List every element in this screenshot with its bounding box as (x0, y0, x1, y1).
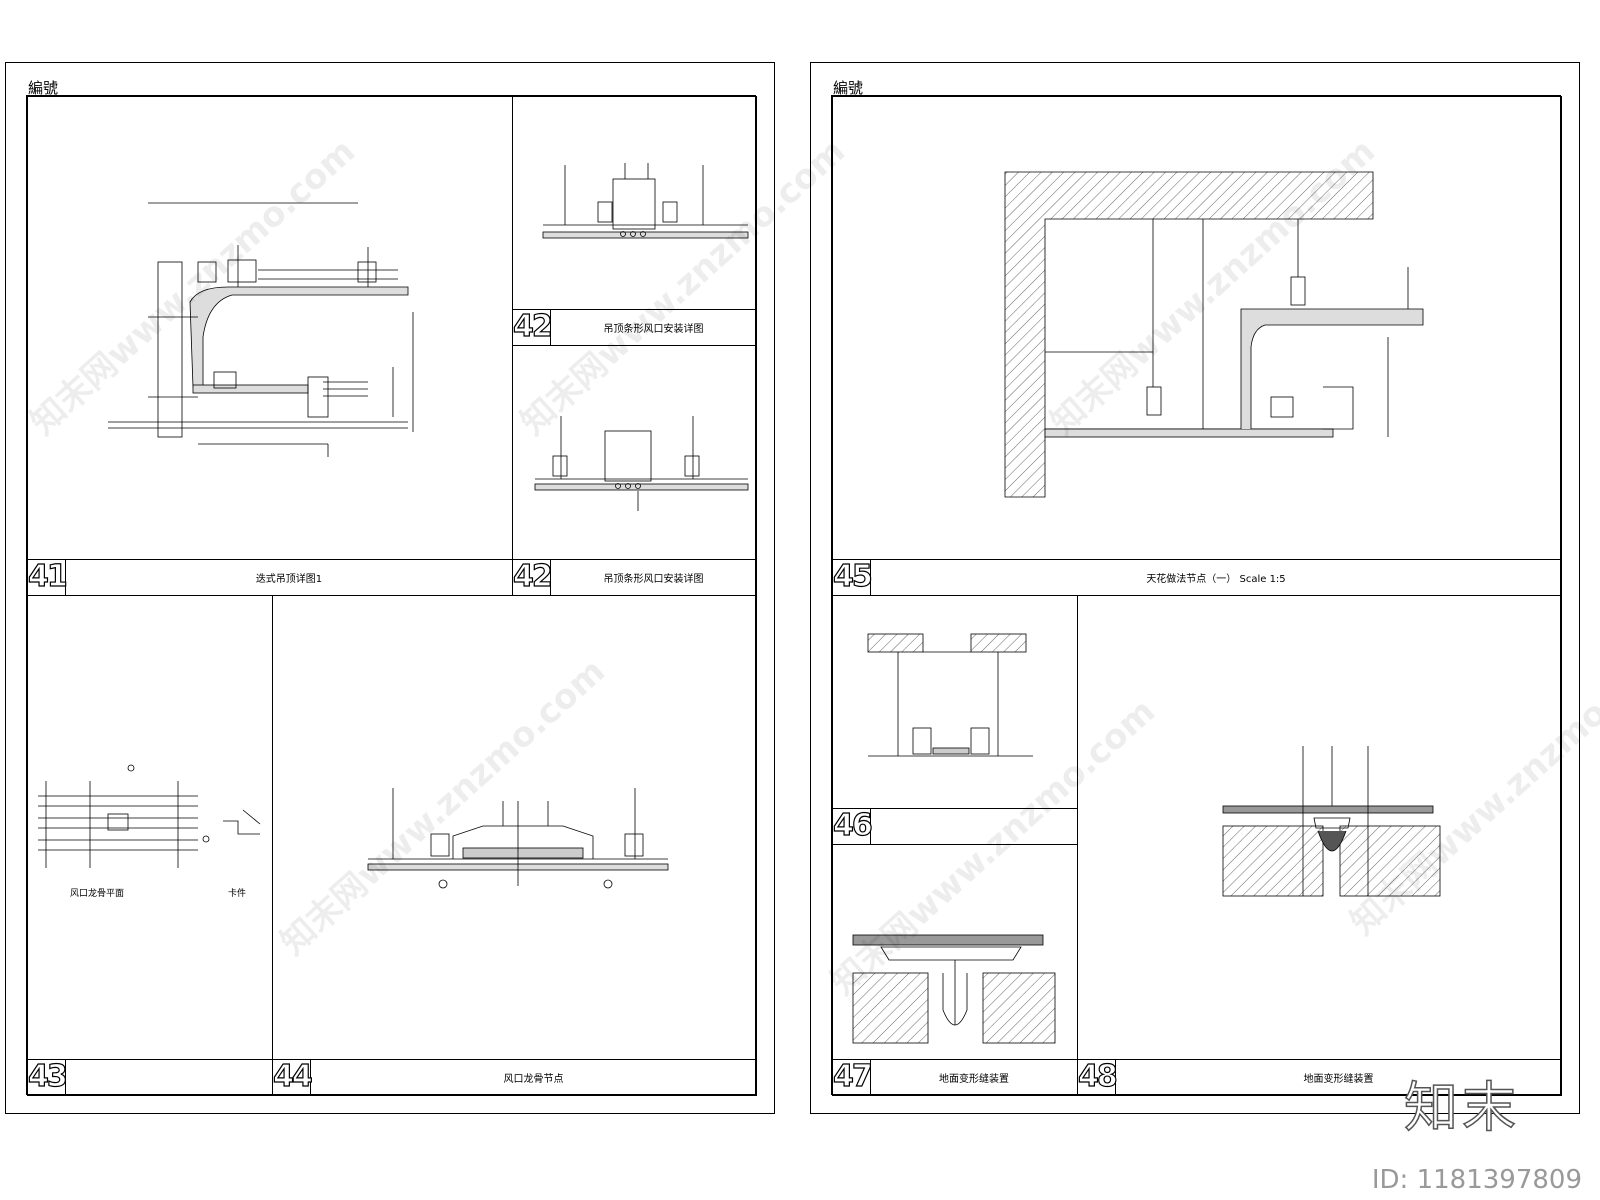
sheet-frame-left: 41 迭式吊顶详图1 4 (26, 95, 757, 1096)
detail-panel-44: 44 风口龙骨节点 (272, 595, 757, 1096)
detail-title-48: 地面变形缝装置 (1303, 1074, 1374, 1085)
detail-panel-42-bottom: 42 吊顶条形风口安装详图 (512, 345, 757, 596)
detail-title-44: 风口龙骨节点 (503, 1074, 564, 1085)
detail-title-42-top: 吊顶条形风口安装详图 (603, 324, 704, 335)
title-bar-47: 47 地面变形缝装置 (833, 1059, 1077, 1095)
drawing-sheet-right: 編號 (810, 62, 1580, 1114)
detail-drawing-47 (852, 934, 1056, 1044)
detail-number-42-bottom: 42 (513, 559, 553, 595)
detail-panel-42-top: 42 吊顶条形风口安装详图 (512, 96, 757, 346)
detail-number-44: 44 (273, 1059, 313, 1095)
detail-panel-46: 46 (832, 595, 1078, 845)
detail-title-46 (871, 809, 1077, 844)
detail-number-41: 41 (28, 559, 68, 595)
title-bar-43: 43 (28, 1059, 272, 1095)
detail-title-41: 迭式吊顶详图1 (255, 574, 323, 585)
detail-panel-47: 47 地面变形缝装置 (832, 844, 1078, 1096)
title-bar-42-top: 42 吊顶条形风口安装详图 (513, 309, 756, 345)
detail-number-45: 45 (833, 559, 873, 595)
detail-drawing-42-bottom (534, 416, 749, 511)
detail-drawing-44 (367, 788, 669, 889)
detail-title-45: 天花做法节点（一） Scale 1:5 (1146, 574, 1286, 585)
title-bar-41: 41 迭式吊顶详图1 (28, 559, 512, 595)
sheet-frame-right: 45 天花做法节点（一） Scale 1:5 (831, 95, 1562, 1096)
detail-number-47: 47 (833, 1059, 873, 1095)
part-label: 卡件 (228, 889, 247, 899)
brand-logo: 知末 (1403, 1075, 1520, 1140)
title-bar-46: 46 (833, 808, 1077, 844)
sheet-number-header: 編號 (28, 79, 59, 97)
title-bar-48: 48 地面变形缝装置 (1078, 1059, 1561, 1095)
title-bar-44: 44 风口龙骨节点 (273, 1059, 756, 1095)
detail-drawing-41 (108, 202, 414, 457)
detail-panel-41: 41 迭式吊顶详图1 (27, 96, 513, 596)
detail-title-47: 地面变形缝装置 (939, 1074, 1009, 1085)
detail-drawing-45 (1004, 171, 1424, 498)
detail-title-42-bottom: 吊顶条形风口安装详图 (603, 574, 704, 585)
detail-panel-45: 45 天花做法节点（一） Scale 1:5 (832, 96, 1562, 596)
detail-number-48: 48 (1078, 1059, 1118, 1095)
image-id-label: ID: 1181397809 (1371, 1165, 1582, 1195)
detail-drawing-42-top (542, 163, 749, 239)
drawing-sheet-left: 編號 (5, 62, 775, 1114)
detail-panel-43: 风口龙骨平面 卡件 43 (27, 595, 273, 1096)
plan-label: 风口龙骨平面 (70, 889, 125, 899)
title-bar-42-bottom: 42 吊顶条形风口安装详图 (513, 559, 756, 595)
detail-title-43 (66, 1060, 272, 1095)
detail-number-46: 46 (833, 808, 873, 844)
detail-drawing-43 (38, 764, 261, 868)
detail-number-43: 43 (28, 1059, 68, 1095)
detail-drawing-46 (867, 633, 1033, 757)
title-bar-45: 45 天花做法节点（一） Scale 1:5 (833, 559, 1561, 595)
detail-drawing-48 (1222, 746, 1441, 897)
detail-panel-48: 48 地面变形缝装置 (1077, 595, 1562, 1096)
sheet-number-header-right: 編號 (833, 79, 864, 97)
detail-number-42-top: 42 (513, 309, 553, 345)
